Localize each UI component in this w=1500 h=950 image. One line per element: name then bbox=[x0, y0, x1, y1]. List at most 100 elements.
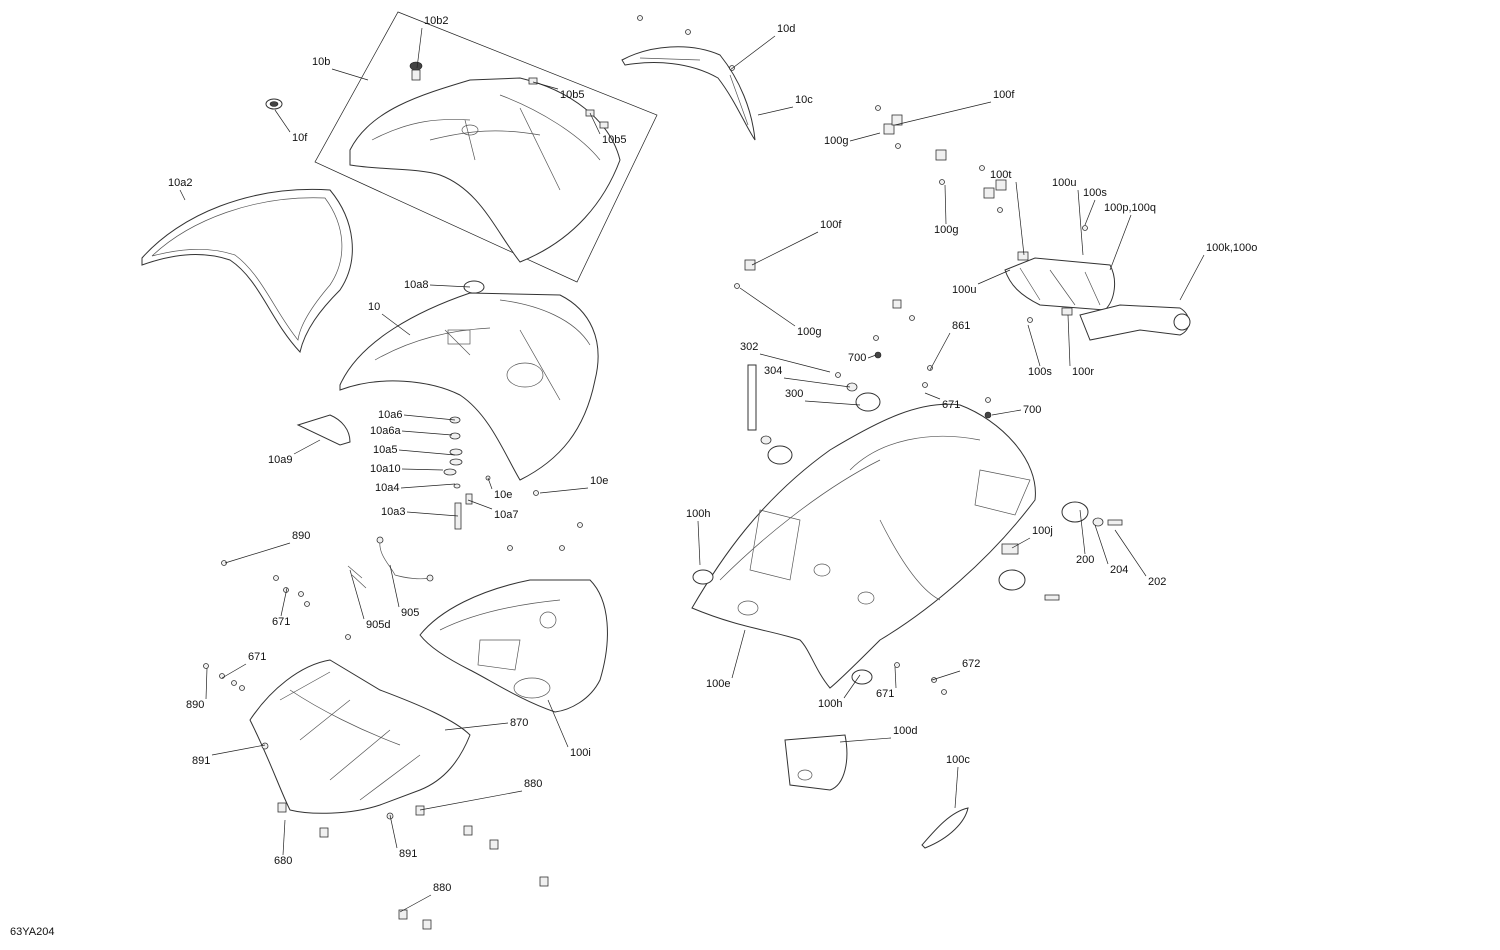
leader-100ko bbox=[1179, 254, 1205, 301]
callout-label-700_b: 700 bbox=[1023, 404, 1042, 416]
part-10b5-a bbox=[528, 77, 538, 85]
callout-label-10a9: 10a9 bbox=[268, 454, 293, 466]
leader-671_c bbox=[894, 666, 897, 689]
callout-label-10d: 10d bbox=[777, 23, 796, 35]
part-10b-cover bbox=[349, 77, 621, 263]
leader-100s_b bbox=[1027, 324, 1041, 367]
leader-100u_a bbox=[1077, 189, 1084, 256]
callout-label-10a4: 10a4 bbox=[375, 482, 400, 494]
leader-671_b bbox=[280, 587, 288, 617]
callout-label-671_c: 671 bbox=[876, 688, 895, 700]
callout-label-10a3: 10a3 bbox=[381, 506, 406, 518]
part-10-tub bbox=[339, 292, 599, 481]
callout-label-10b5_a: 10b5 bbox=[560, 89, 585, 101]
callout-label-302: 302 bbox=[740, 341, 759, 353]
leader-100e bbox=[731, 629, 746, 679]
callout-label-10a2: 10a2 bbox=[168, 177, 193, 189]
part-10d-screws bbox=[637, 15, 735, 71]
callout-label-890_b: 890 bbox=[186, 699, 205, 711]
leader-680 bbox=[282, 819, 286, 856]
callout-label-304: 304 bbox=[764, 365, 783, 377]
leader-10a6 bbox=[403, 414, 456, 421]
callout-label-905: 905 bbox=[401, 607, 420, 619]
callout-label-10a7: 10a7 bbox=[494, 509, 519, 521]
leader-100h_a bbox=[697, 520, 701, 566]
part-100i-liner bbox=[419, 579, 608, 713]
part-100c-trim bbox=[921, 807, 969, 849]
callout-label-100s_a: 100s bbox=[1083, 187, 1107, 199]
leader-700_b bbox=[991, 409, 1022, 416]
leader-300 bbox=[804, 400, 861, 406]
part-10f bbox=[265, 98, 283, 110]
callout-label-100i: 100i bbox=[570, 747, 591, 759]
callout-label-100h_a: 100h bbox=[686, 508, 711, 520]
part-905-harness bbox=[347, 536, 434, 589]
leader-100g_a bbox=[849, 132, 881, 142]
callout-label-880_b: 880 bbox=[433, 882, 452, 894]
callout-label-100g_a: 100g bbox=[824, 135, 849, 147]
leader-10a9 bbox=[293, 439, 321, 455]
leader-100d bbox=[839, 737, 892, 743]
callout-label-10a10: 10a10 bbox=[370, 463, 401, 475]
part-680-880-nuts bbox=[277, 802, 549, 930]
callout-label-300: 300 bbox=[785, 388, 804, 400]
leader-10e_b bbox=[539, 487, 589, 494]
callout-label-891_a: 891 bbox=[192, 755, 211, 767]
leader-100s_a bbox=[1084, 199, 1096, 226]
leader-10b5_a bbox=[532, 81, 559, 90]
leader-10b2 bbox=[416, 27, 423, 69]
leader-304 bbox=[783, 377, 851, 388]
callout-label-100g_b: 100g bbox=[934, 224, 959, 236]
leader-890_b bbox=[205, 667, 208, 700]
callout-label-700_a: 700 bbox=[848, 352, 867, 364]
callout-label-100f_b: 100f bbox=[820, 219, 842, 231]
leader-700_a bbox=[867, 354, 877, 359]
leader-671_a bbox=[924, 392, 941, 400]
part-300-302-304 bbox=[747, 335, 992, 465]
part-10e-screws bbox=[507, 490, 583, 551]
callout-label-100u_a: 100u bbox=[1052, 177, 1077, 189]
leader-10a5 bbox=[398, 449, 456, 456]
leader-671_d bbox=[221, 663, 247, 679]
part-100e-rear-panel bbox=[691, 403, 1036, 689]
part-100k-handle bbox=[1061, 304, 1191, 341]
callout-label-200: 200 bbox=[1076, 554, 1095, 566]
leader-905 bbox=[389, 564, 400, 608]
callout-label-100pq: 100p,100q bbox=[1104, 202, 1156, 214]
leader-10a10 bbox=[401, 468, 444, 471]
callout-label-202: 202 bbox=[1148, 576, 1167, 588]
leader-10b5_b bbox=[589, 112, 601, 135]
leader-890_a bbox=[224, 542, 291, 564]
leader-891_a bbox=[211, 744, 266, 756]
part-100d-panel bbox=[784, 734, 848, 791]
part-10b2 bbox=[409, 61, 423, 81]
callout-label-100u_b: 100u bbox=[952, 284, 977, 296]
callout-label-100t: 100t bbox=[990, 169, 1012, 181]
leader-100g_c bbox=[739, 287, 796, 327]
callout-label-100f_a: 100f bbox=[993, 89, 1015, 101]
leader-870 bbox=[444, 722, 509, 731]
leader-10a3 bbox=[406, 511, 459, 517]
leader-672 bbox=[931, 670, 961, 681]
leader-10a7 bbox=[467, 499, 493, 510]
callout-label-891_b: 891 bbox=[399, 848, 418, 860]
part-100h-b bbox=[851, 669, 873, 685]
callout-label-861: 861 bbox=[952, 320, 971, 332]
callout-label-100e: 100e bbox=[706, 678, 731, 690]
leader-880_b bbox=[399, 894, 432, 913]
part-10b5-c bbox=[599, 121, 609, 129]
leader-10a4 bbox=[400, 483, 456, 489]
callout-label-10e_b: 10e bbox=[590, 475, 609, 487]
leader-100f_a bbox=[894, 101, 992, 126]
leader-200 bbox=[1079, 509, 1086, 555]
callout-label-10a6: 10a6 bbox=[378, 409, 403, 421]
leader-10a8 bbox=[429, 284, 471, 288]
callout-label-100ko: 100k,100o bbox=[1206, 242, 1258, 254]
part-stack-10a bbox=[443, 416, 491, 530]
leader-10c bbox=[757, 106, 794, 116]
leader-10f bbox=[274, 109, 291, 133]
part-100h-a bbox=[692, 569, 714, 585]
part-100f-100g-upper bbox=[875, 105, 1007, 213]
